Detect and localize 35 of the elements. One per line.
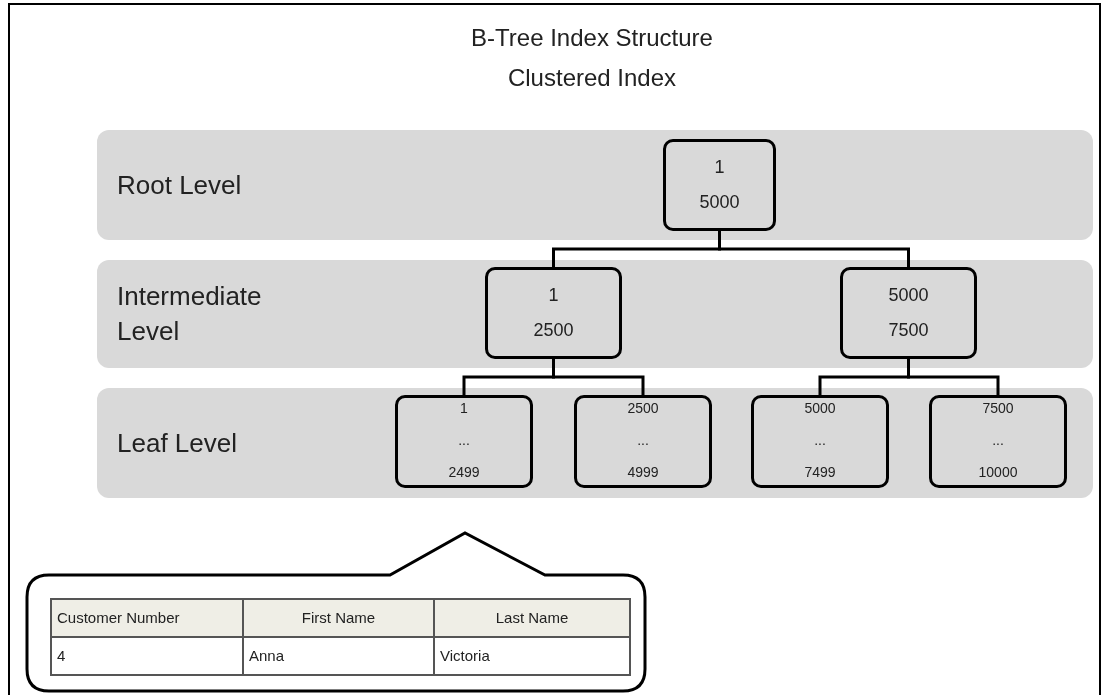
level-band (97, 260, 1093, 368)
key-value: 10000 (978, 464, 1018, 481)
level-band (97, 388, 1093, 498)
key-value: 2500 (533, 319, 574, 342)
index-page-box (840, 267, 977, 359)
level-label: Leaf Level (117, 426, 238, 460)
key-value: 1 (714, 156, 725, 179)
level-band (97, 130, 1093, 240)
level-label: Root Level (117, 168, 243, 202)
key-value: 7500 (982, 400, 1014, 417)
key-value: ... (992, 432, 1004, 449)
leaf-page-box (574, 395, 712, 488)
key-value: 5000 (888, 284, 929, 307)
key-value: 1 (548, 284, 559, 307)
level-label: Intermediate Level (117, 280, 263, 348)
key-value: ... (458, 432, 470, 449)
key-value: 5000 (804, 400, 836, 417)
key-value: 7499 (804, 464, 836, 481)
key-value: ... (814, 432, 826, 449)
key-value: ... (637, 432, 649, 449)
key-value: 2500 (627, 400, 659, 417)
index-page-box (663, 139, 776, 231)
leaf-page-box (929, 395, 1067, 488)
leaf-page-box (751, 395, 889, 488)
key-value: 1 (460, 400, 468, 417)
column-header: First Name (244, 600, 435, 638)
index-page-box (485, 267, 622, 359)
key-value: 5000 (699, 191, 740, 214)
column-header: Last Name (435, 600, 629, 638)
leaf-page-box (395, 395, 533, 488)
column-header: Customer Number (52, 600, 244, 638)
key-value: 2499 (448, 464, 480, 481)
key-value: 4999 (627, 464, 659, 481)
key-value: 7500 (888, 319, 929, 342)
diagram-title: B-Tree Index Structure Clustered Index (470, 23, 714, 93)
